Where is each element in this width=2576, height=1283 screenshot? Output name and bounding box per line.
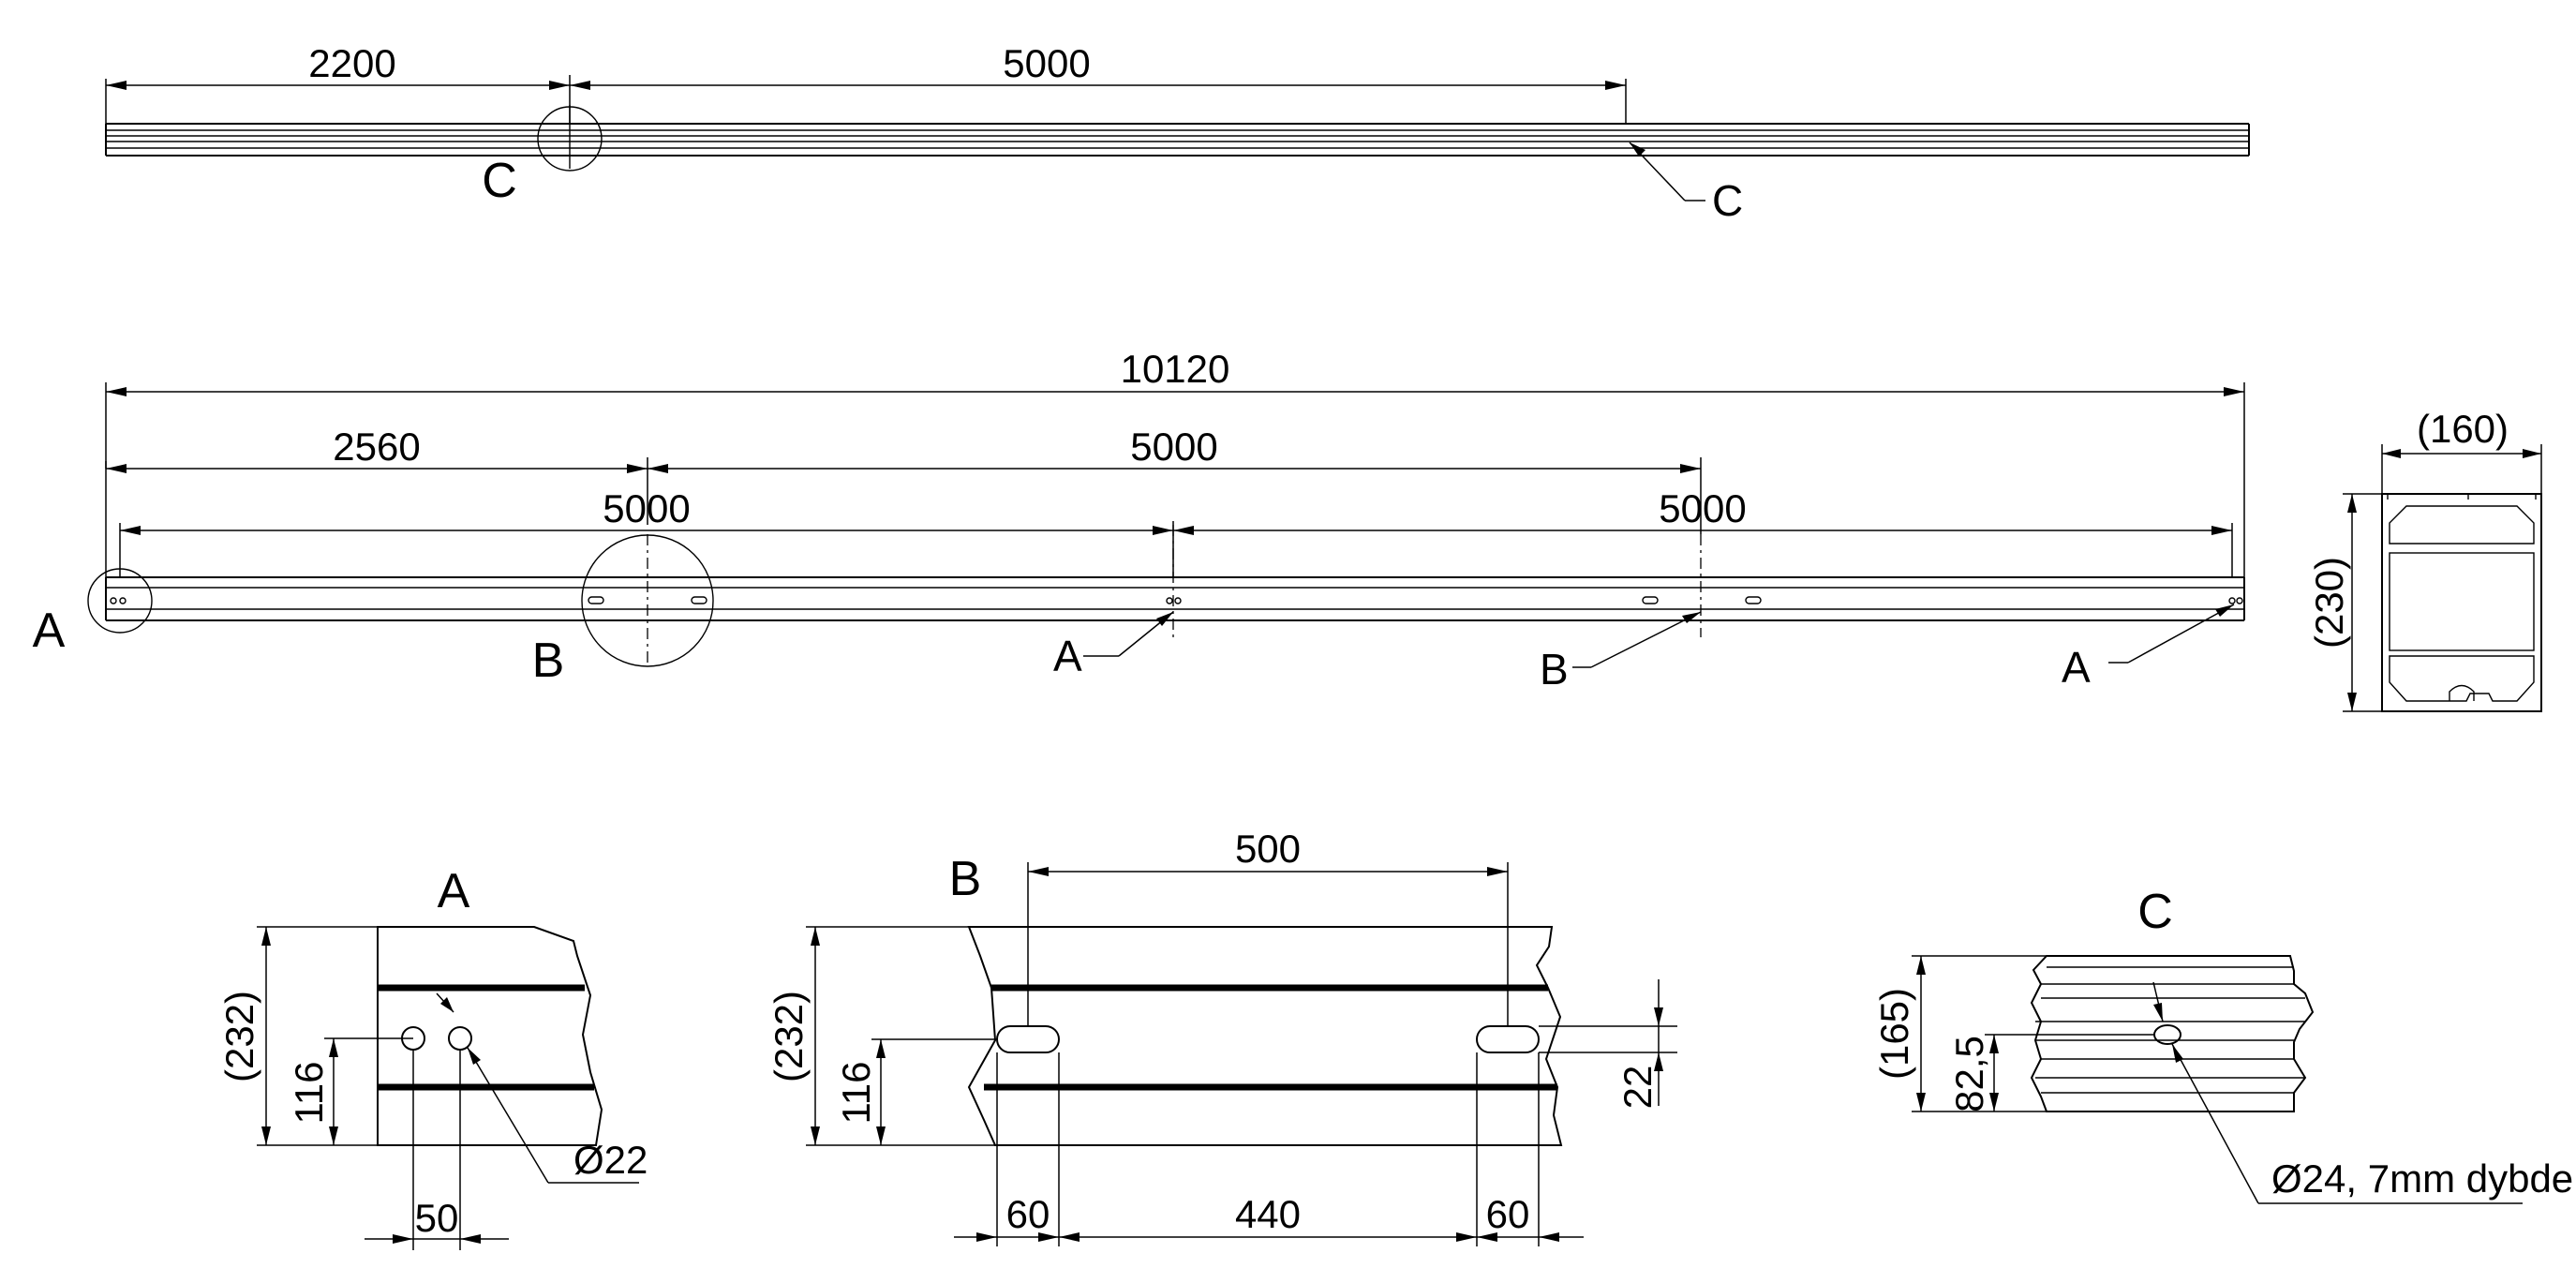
detail-circle-c: C — [482, 105, 603, 208]
detail-title: C — [2137, 885, 2173, 939]
dim-label: 2560 — [333, 425, 420, 469]
dim-5000-lower-left: 5000 — [119, 486, 1174, 577]
dim-label: 5000 — [1130, 425, 1217, 469]
dim-label: 116 — [287, 1062, 331, 1125]
top-beam — [105, 123, 2250, 157]
dim-2200: 2200 — [105, 41, 571, 124]
dim-2560: 2560 — [105, 425, 648, 525]
leader-a-right: A — [2062, 604, 2235, 692]
detail-circle-a: A — [33, 568, 153, 658]
dim-label: (232) — [767, 991, 811, 1082]
detail-b: B 500 (232) 116 22 — [767, 827, 1677, 1246]
dim-label: (230) — [2307, 557, 2351, 649]
front-view: 10120 2560 5000 5000 — [33, 347, 2245, 694]
dim-label: 22 — [1616, 1066, 1660, 1110]
dim-label: 82,5 — [1947, 1036, 1991, 1112]
dim-label: 2200 — [308, 41, 395, 85]
leader-a-middle: A — [1053, 611, 1174, 680]
dim-label: 10120 — [1121, 347, 1230, 391]
dim-5000-upper: 5000 — [648, 425, 1702, 534]
dim-label: (165) — [1872, 988, 1916, 1080]
dim-label: (160) — [2417, 407, 2509, 451]
dim-label: 50 — [415, 1196, 459, 1240]
top-view: 2200 5000 C C — [105, 41, 2250, 225]
detail-marker-label: C — [482, 154, 517, 208]
dim-label: 440 — [1235, 1192, 1301, 1236]
dim-label: 116 — [834, 1062, 878, 1125]
leader-label: B — [1540, 645, 1569, 694]
detail-marker-label: A — [33, 604, 66, 658]
leader-c: C — [1629, 142, 1743, 225]
leader-label: A — [2062, 643, 2091, 692]
dim-160: (160) — [2381, 407, 2542, 494]
front-beam — [105, 525, 2245, 665]
dim-10120: 10120 — [105, 347, 2245, 577]
dim-label: 5000 — [1003, 41, 1090, 85]
dim-label: 5000 — [603, 486, 690, 530]
detail-title: A — [438, 864, 470, 918]
dim-label: 60 — [1006, 1192, 1050, 1236]
detail-a: A (232) 116 50 Ø22 — [217, 864, 648, 1250]
dim-5000: 5000 — [570, 41, 1627, 124]
detail-title: B — [949, 852, 982, 906]
detail-circle-b: B — [532, 534, 714, 688]
detail-marker-label: B — [532, 634, 565, 688]
dim-230: (230) — [2307, 493, 2382, 712]
dim-label: 60 — [1486, 1192, 1530, 1236]
dim-5000-lower-right: 5000 — [1173, 486, 2233, 577]
dim-label: Ø24, 7mm dybde — [2271, 1156, 2573, 1201]
dim-label: Ø22 — [573, 1138, 648, 1182]
section-view: (160) (230) — [2307, 407, 2542, 712]
dim-label: (232) — [217, 991, 261, 1082]
leader-b-right: B — [1540, 611, 1702, 694]
leader-label: A — [1053, 632, 1082, 680]
detail-c: C (165) 82,5 Ø24, 7mm dybde — [1872, 885, 2573, 1204]
leader-label: C — [1712, 176, 1743, 225]
dim-label: 5000 — [1659, 486, 1746, 530]
dim-label: 500 — [1235, 827, 1301, 871]
